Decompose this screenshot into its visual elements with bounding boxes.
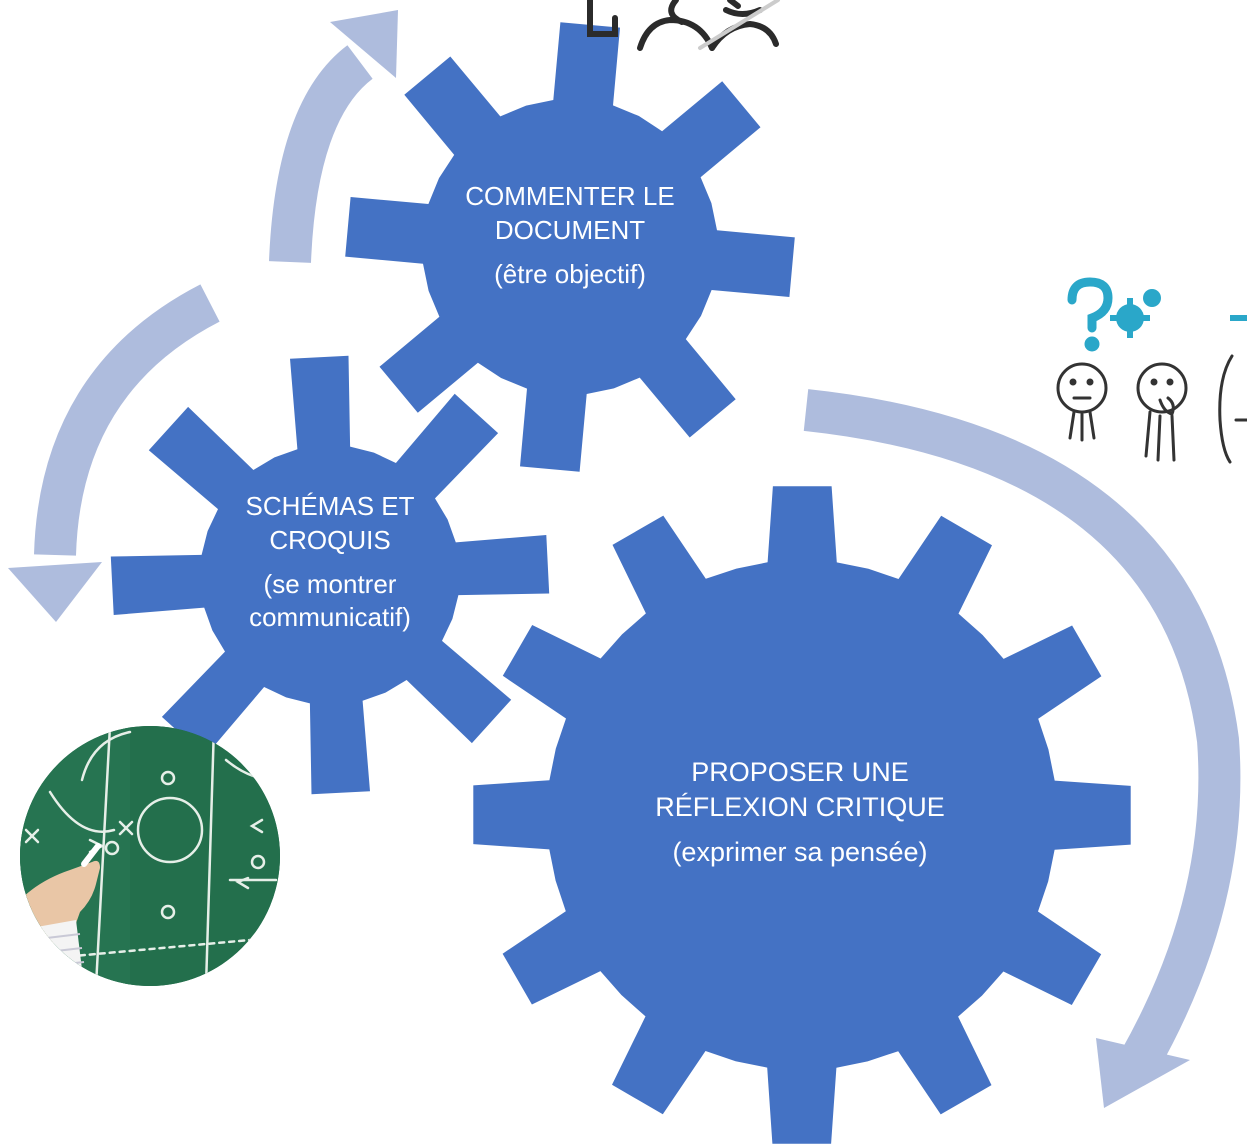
arrow-top-body [269, 45, 374, 263]
gear-schemas-subtitle-line1: (se montrer [263, 568, 397, 599]
gear-commenter-title-line1: COMMENTER LE [465, 181, 675, 211]
arrow-top-head [330, 10, 398, 78]
gear-commenter-subtitle: (être objectif) [494, 258, 646, 289]
question-mark-icon [1067, 277, 1113, 352]
gear-schemas-shape [110, 355, 550, 795]
gear-schemas-subtitle-line2: communicatif) [249, 602, 411, 633]
thinking-figures-icon [1056, 277, 1247, 464]
gear-commenter-text: COMMENTER LE DOCUMENT (être objectif) [440, 180, 700, 291]
gear-schemas-title-line1: SCHÉMAS ET [245, 491, 415, 521]
gear-reflexion-title-line1: PROPOSER UNE [691, 757, 909, 787]
gear-commenter-title-line2: DOCUMENT [494, 214, 646, 245]
gear-reflexion-text: PROPOSER UNE RÉFLEXION CRITIQUE (exprime… [610, 755, 990, 870]
arrow-left-head [8, 562, 102, 622]
gear-schemas-title-line2: CROQUIS [269, 524, 391, 555]
gears-icon [1110, 289, 1247, 338]
arrow-right-head [1096, 1038, 1190, 1108]
arrow-right-body [803, 389, 1241, 1071]
chalkboard-tactics-image [20, 726, 280, 986]
gear-reflexion-shape [473, 486, 1131, 1144]
arrow-left-body [34, 284, 220, 556]
gear-schemas-text: SCHÉMAS ET CROQUIS (se montrer communica… [205, 490, 455, 635]
gears [110, 22, 1131, 1144]
people-icon [587, 0, 780, 51]
cycle-arrows [8, 10, 1241, 1108]
gear-commenter-shape [345, 22, 795, 472]
gear-reflexion-subtitle: (exprimer sa pensée) [672, 837, 928, 868]
gear-reflexion-title-line2: RÉFLEXION CRITIQUE [655, 792, 945, 823]
